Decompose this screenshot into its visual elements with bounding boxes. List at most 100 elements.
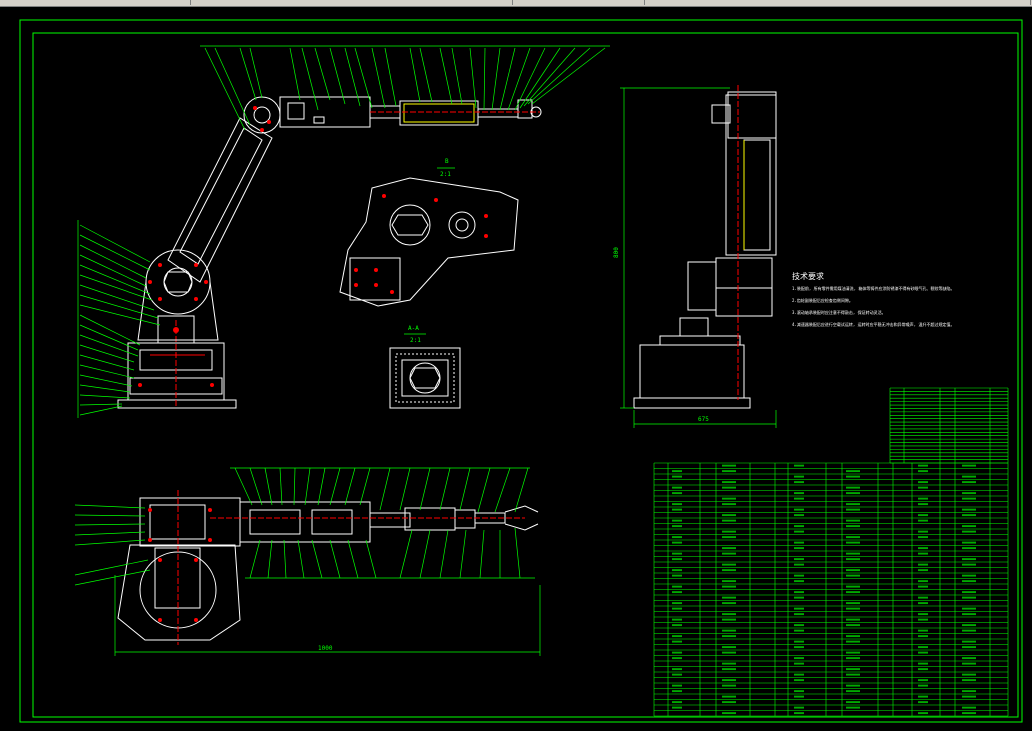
toolbar-segment[interactable] [646,0,1031,5]
table-cell-text [794,712,804,715]
table-cell-text [672,558,682,561]
table-cell-text [846,536,860,539]
table-cell-text [672,657,682,660]
side-upper-arm [725,94,777,256]
table-cell-text [962,712,976,715]
table-cell-text [962,475,976,478]
parts-list-table[interactable] [653,387,1009,717]
table-cell-text [846,706,860,709]
table-cell-text [846,475,860,478]
table-cell-text [672,536,682,539]
table-cell-text [846,574,860,577]
detail-b-holes [354,194,488,294]
table-cell-text [918,613,928,616]
table-cell-text [918,646,928,649]
table-cell-text [672,640,682,643]
table-cell-text [846,508,860,511]
table-cell-text [794,492,804,495]
table-cell-text [672,624,682,627]
table-cell-text [722,580,736,583]
table-cell-text [722,712,736,715]
table-cell-text [794,629,804,632]
table-cell-text [846,690,860,693]
table-cell-text [962,695,976,698]
table-cell-text [918,684,928,687]
toolbar-segment[interactable] [0,0,191,5]
table-cell-text [794,464,804,467]
table-cell-text [962,624,976,627]
table-cell-text [794,563,804,566]
detail-view-b [339,177,519,307]
table-cell-text [846,684,860,687]
table-cell-text [918,635,928,638]
table-cell-text [918,519,928,522]
table-cell-text [962,662,976,665]
table-cell-text [672,684,682,687]
table-cell-text [722,684,736,687]
table-cell-text [794,558,804,561]
detail-b-scale: 2:1 [440,171,451,178]
table-cell-text [672,475,682,478]
cad-drawing-canvas[interactable]: B 2:1 A-A 2:1 800 675 [0,7,1032,731]
table-cell-text [794,596,804,599]
table-cell-text [918,530,928,533]
table-cell-text [722,629,736,632]
table-cell-text [846,657,860,660]
plan-length-dimension: 1000 [318,645,333,652]
technical-notes-title: 技术要求 [792,272,824,281]
table-cell-text [672,574,682,577]
table-cell-text [962,525,976,528]
table-cell-text [672,706,682,709]
table-cell-text [722,695,736,698]
technical-note-line: 2.齿轮副装配后应检查齿侧间隙。 [792,298,853,303]
table-cell-text [962,508,976,511]
table-cell-text [962,497,976,500]
table-cell-text [722,547,736,550]
table-cell-text [962,464,976,467]
side-width-dimension: 675 [698,416,709,423]
table-cell-text [794,695,804,698]
plan-view-leaders [74,467,541,656]
table-cell-text [962,607,976,610]
sheet-inner-frame [32,32,1019,718]
plan-gripper [504,505,539,531]
table-cell-text [962,580,976,583]
table-cell-text [722,486,736,489]
table-cell-text [846,519,860,522]
table-cell-text [962,596,976,599]
technical-note-line: 1.装配前, 所有零件需用煤油清洗, 箱体等铸件应涂防锈漆不得有砂眼气孔、裂纹等… [792,286,955,291]
table-cell-text [918,552,928,555]
table-cell-text [722,569,736,572]
table-cell-text [794,580,804,583]
table-cell-text [794,541,804,544]
table-cell-text [794,607,804,610]
table-cell-text [846,503,860,506]
front-elevation-view [117,96,542,409]
table-cell-text [918,464,928,467]
table-cell-text [672,618,682,621]
toolbar-segment[interactable] [514,0,645,5]
table-cell-text [962,558,976,561]
table-cell-text [722,585,736,588]
table-cell-text [846,470,860,473]
table-cell-text [918,602,928,605]
table-cell-text [962,629,976,632]
table-cell-text [918,569,928,572]
front-view-leaders [77,45,610,418]
toolbar-segment[interactable] [192,0,513,5]
table-cell-text [794,497,804,500]
table-cell-text [672,668,682,671]
table-cell-text [918,536,928,539]
table-cell-text [672,552,682,555]
table-cell-text [794,613,804,616]
table-cell-text [846,585,860,588]
table-cell-text [794,690,804,693]
table-cell-text [846,591,860,594]
side-base-plate [633,397,751,409]
table-cell-text [722,596,736,599]
table-cell-text [794,514,804,517]
table-cell-text [722,481,736,484]
table-cell-text [846,618,860,621]
table-cell-text [672,508,682,511]
table-cell-text [794,640,804,643]
